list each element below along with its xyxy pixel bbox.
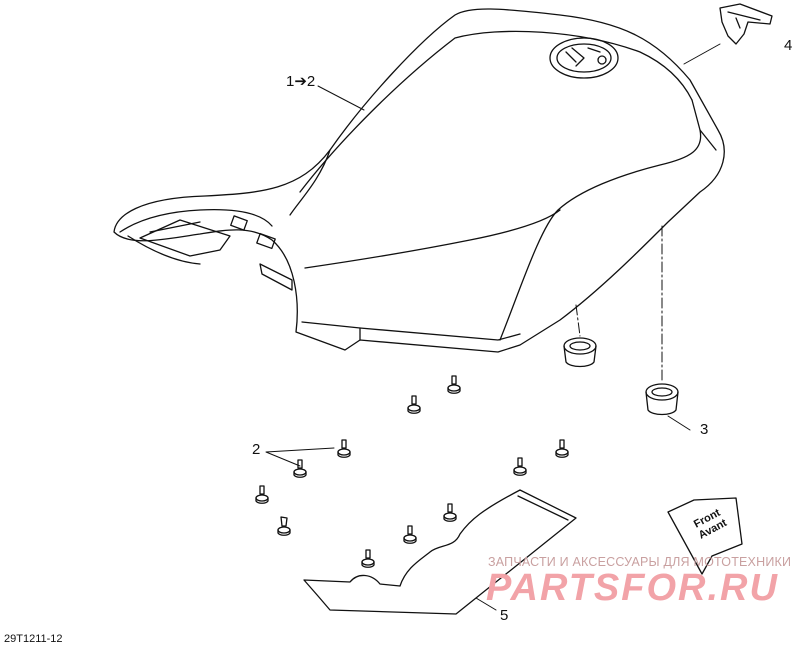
callout-plate-5: 5 <box>500 607 509 624</box>
seat-latch-part <box>719 3 773 45</box>
seat-tray-rib <box>139 219 231 257</box>
callout-screw-2: 2 <box>252 441 261 458</box>
diagram-code: 29T1211-12 <box>4 633 63 645</box>
callout-seat-1-2: 1➔2 <box>286 73 316 90</box>
watermark-brand: PARTSFOR.RU <box>486 567 779 609</box>
grommet-upper <box>563 337 597 368</box>
seat-logo-icon <box>549 37 619 79</box>
callout-latch-4: 4 <box>784 37 793 54</box>
screw-set <box>255 375 569 568</box>
seat-base-plate <box>303 489 577 615</box>
front-direction-arrow-icon <box>667 497 743 575</box>
seat-assembly <box>113 8 725 353</box>
callout-grommet-3: 3 <box>700 421 709 438</box>
watermark-subtitle: ЗАПЧАСТИ И АКСЕССУАРЫ ДЛЯ МОТОТЕХНИКИ <box>488 555 792 569</box>
leader-lines <box>265 43 721 611</box>
grommet-lower <box>645 383 679 416</box>
seat-outline <box>113 8 725 353</box>
